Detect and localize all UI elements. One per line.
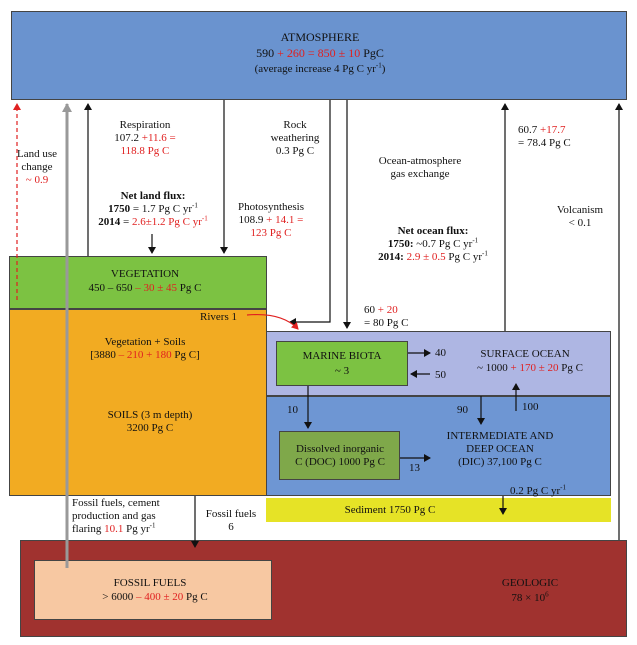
respiration-label: Respiration 107.2 +11.6 = 118.8 Pg C: [114, 119, 176, 157]
rock-weathering-label: Rock weathering 0.3 Pg C: [270, 119, 320, 157]
soils-label: SOILS (3 m depth) 3200 Pg C: [107, 409, 193, 434]
soils-box: [9, 309, 267, 496]
sediment-flux-label: 0.2 Pg C yr-1: [510, 483, 566, 497]
fossil-fuels-value: > 6000 – 400 ± 20 Pg C: [102, 591, 208, 603]
marine-biota-label: MARINE BIOTA ~ 3: [302, 350, 382, 377]
flux-10: 10: [287, 404, 298, 416]
atmosphere-title: ATMOSPHERE: [280, 30, 360, 44]
atmosphere-value: 590 + 260 = 850 ± 10 PgC: [256, 46, 384, 60]
flux-100: 100: [522, 401, 539, 413]
sediment-box: [266, 498, 611, 522]
surface-ocean-title: SURFACE OCEAN: [480, 348, 570, 360]
ocean-atm-label: Ocean-atmosphere gas exchange: [378, 155, 462, 180]
net-land-flux-label: Net land flux: 1750 = 1.7 Pg C yr-1 2014…: [98, 190, 208, 228]
fossil-soil-label: Fossil fuels 6: [205, 508, 257, 533]
veg-soils-label: Vegetation + Soils [3880 – 210 + 180 Pg …: [90, 336, 200, 361]
vegetation-box: [9, 256, 267, 309]
geologic-title: GEOLOGIC: [501, 577, 559, 589]
dissolved-box: [279, 431, 400, 480]
sixty-label: 60 + 20 = 80 Pg C: [364, 304, 409, 329]
flux-90: 90: [457, 404, 468, 416]
deep-ocean-label: INTERMEDIATE AND DEEP OCEAN (DIC) 37,100…: [446, 430, 554, 468]
sediment-label: Sediment 1750 Pg C: [344, 504, 436, 516]
atmosphere-box: [11, 11, 627, 100]
vegetation-value: 450 – 650 – 30 ± 45 Pg C: [88, 282, 202, 294]
flux-13: 13: [409, 462, 420, 474]
net-ocean-flux-label: Net ocean flux: 1750: ~0.7 Pg C yr-1 201…: [378, 225, 488, 263]
photosynthesis-label: Photosynthesis 108.9 + 14.1 = 123 Pg C: [237, 201, 304, 239]
atmosphere-increase: (average increase 4 Pg C yr-1): [254, 61, 386, 75]
volcanism-label: Volcanism < 0.1: [556, 204, 604, 229]
flux-50: 50: [435, 369, 446, 381]
geologic-value: 78 × 106: [511, 590, 549, 604]
rivers-label: Rivers 1: [200, 311, 237, 323]
fossil-fuels-title: FOSSIL FUELS: [113, 577, 187, 589]
vegetation-title: VEGETATION: [110, 268, 180, 280]
marine-biota-box: [276, 341, 408, 386]
rivers-arrow: [246, 313, 299, 330]
fossil-emissions-label: Fossil fuels, cement production and gas …: [72, 497, 160, 535]
dissolved-label: Dissolved inorganic C (DOC) 1000 Pg C: [295, 443, 385, 468]
rock-weathering-arrow: [289, 100, 331, 326]
flux-40: 40: [435, 347, 446, 359]
right-flux-label: 60.7 +17.7 = 78.4 Pg C: [518, 124, 571, 149]
surface-ocean-value: ~ 1000 + 170 ± 20 Pg C: [477, 362, 583, 374]
land-use-label: Land use change ~ 0.9: [16, 148, 57, 186]
fossil-fuels-box: [34, 560, 272, 620]
